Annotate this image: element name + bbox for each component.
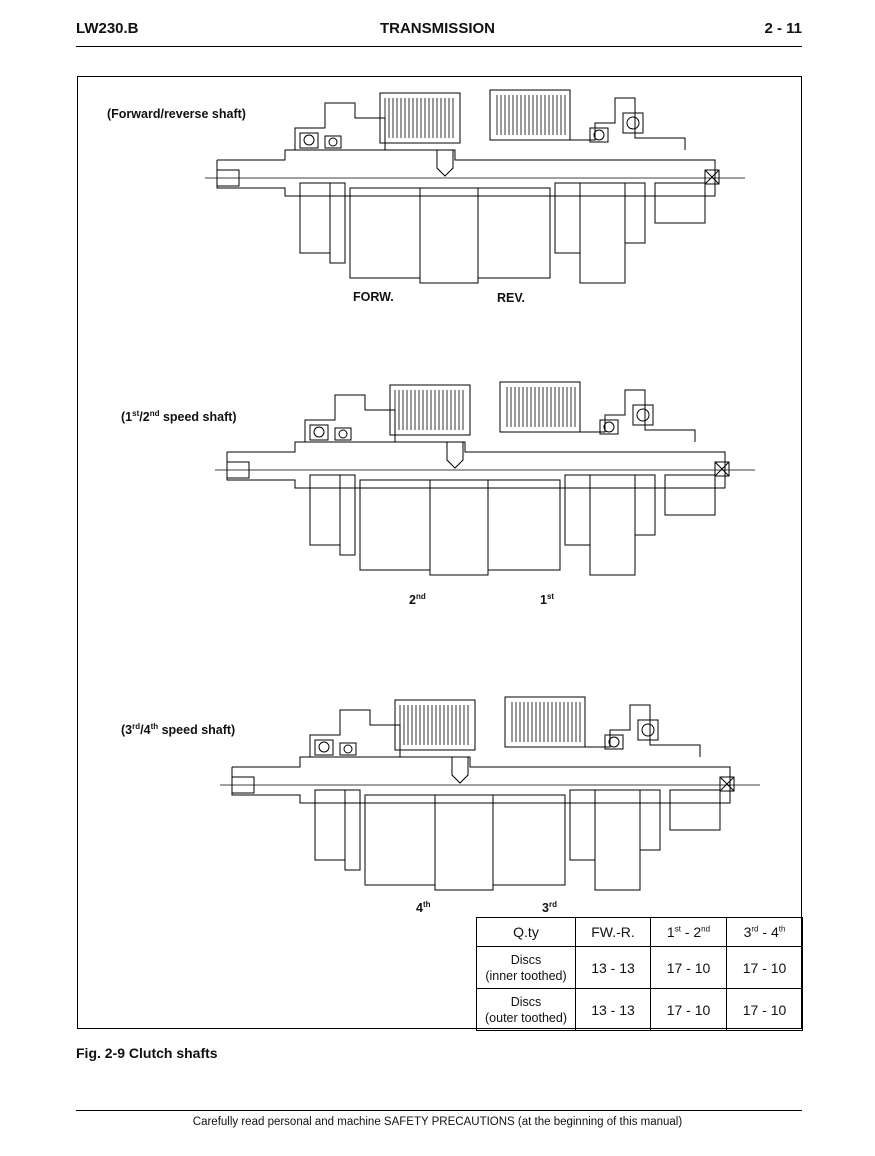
table-row: Discs(outer toothed) 13 - 13 17 - 10 17 … [476,988,803,1031]
first-second-shaft-label: (1st/2nd speed shaft) [121,409,237,425]
safety-footer: Carefully read personal and machine SAFE… [192,1116,683,1128]
page-number: 2 - 11 [764,20,802,37]
manual-code: LW230.B [76,20,139,37]
header-rule [76,46,802,47]
third-fourth-speed-shaft-drawing [220,696,761,891]
forward-gear-label: FORW. [353,290,394,304]
cell-third-fourth: 17 - 10 [726,946,803,989]
cell-third-fourth: 17 - 10 [726,988,803,1031]
disc-quantity-table: Q.ty FW.-R. 1st - 2nd 3rd - 4th Discs(in… [476,917,803,1031]
figure-frame [77,76,802,1029]
table-header-row: Q.ty FW.-R. 1st - 2nd 3rd - 4th [476,917,803,947]
cell-first-second: 17 - 10 [650,988,727,1031]
first-second-speed-shaft-drawing [215,381,756,576]
row-label: Discs(inner toothed) [476,946,576,989]
qty-header: Q.ty [476,917,576,947]
footer-rule [76,1110,802,1111]
third-gear-label: 3rd [542,900,557,916]
first-second-header: 1st - 2nd [650,917,727,947]
third-fourth-header: 3rd - 4th [726,917,803,947]
cell-first-second: 17 - 10 [650,946,727,989]
section-title: TRANSMISSION [379,20,495,37]
second-gear-label: 2nd [409,592,426,608]
cell-fwr: 13 - 13 [575,946,651,989]
fwr-header: FW.-R. [575,917,651,947]
reverse-gear-label: REV. [497,291,526,305]
figure-caption: Fig. 2-9 Clutch shafts [76,1045,218,1061]
forward-reverse-shaft-label: (Forward/reverse shaft) [107,107,246,121]
first-gear-label: 1st [540,592,555,608]
fourth-gear-label: 4th [416,900,431,916]
third-fourth-shaft-label: (3rd/4th speed shaft) [121,722,236,738]
table-row: Discs(inner toothed) 13 - 13 17 - 10 17 … [476,946,803,989]
forward-reverse-shaft-drawing [205,89,746,284]
row-label: Discs(outer toothed) [476,988,576,1031]
cell-fwr: 13 - 13 [575,988,651,1031]
